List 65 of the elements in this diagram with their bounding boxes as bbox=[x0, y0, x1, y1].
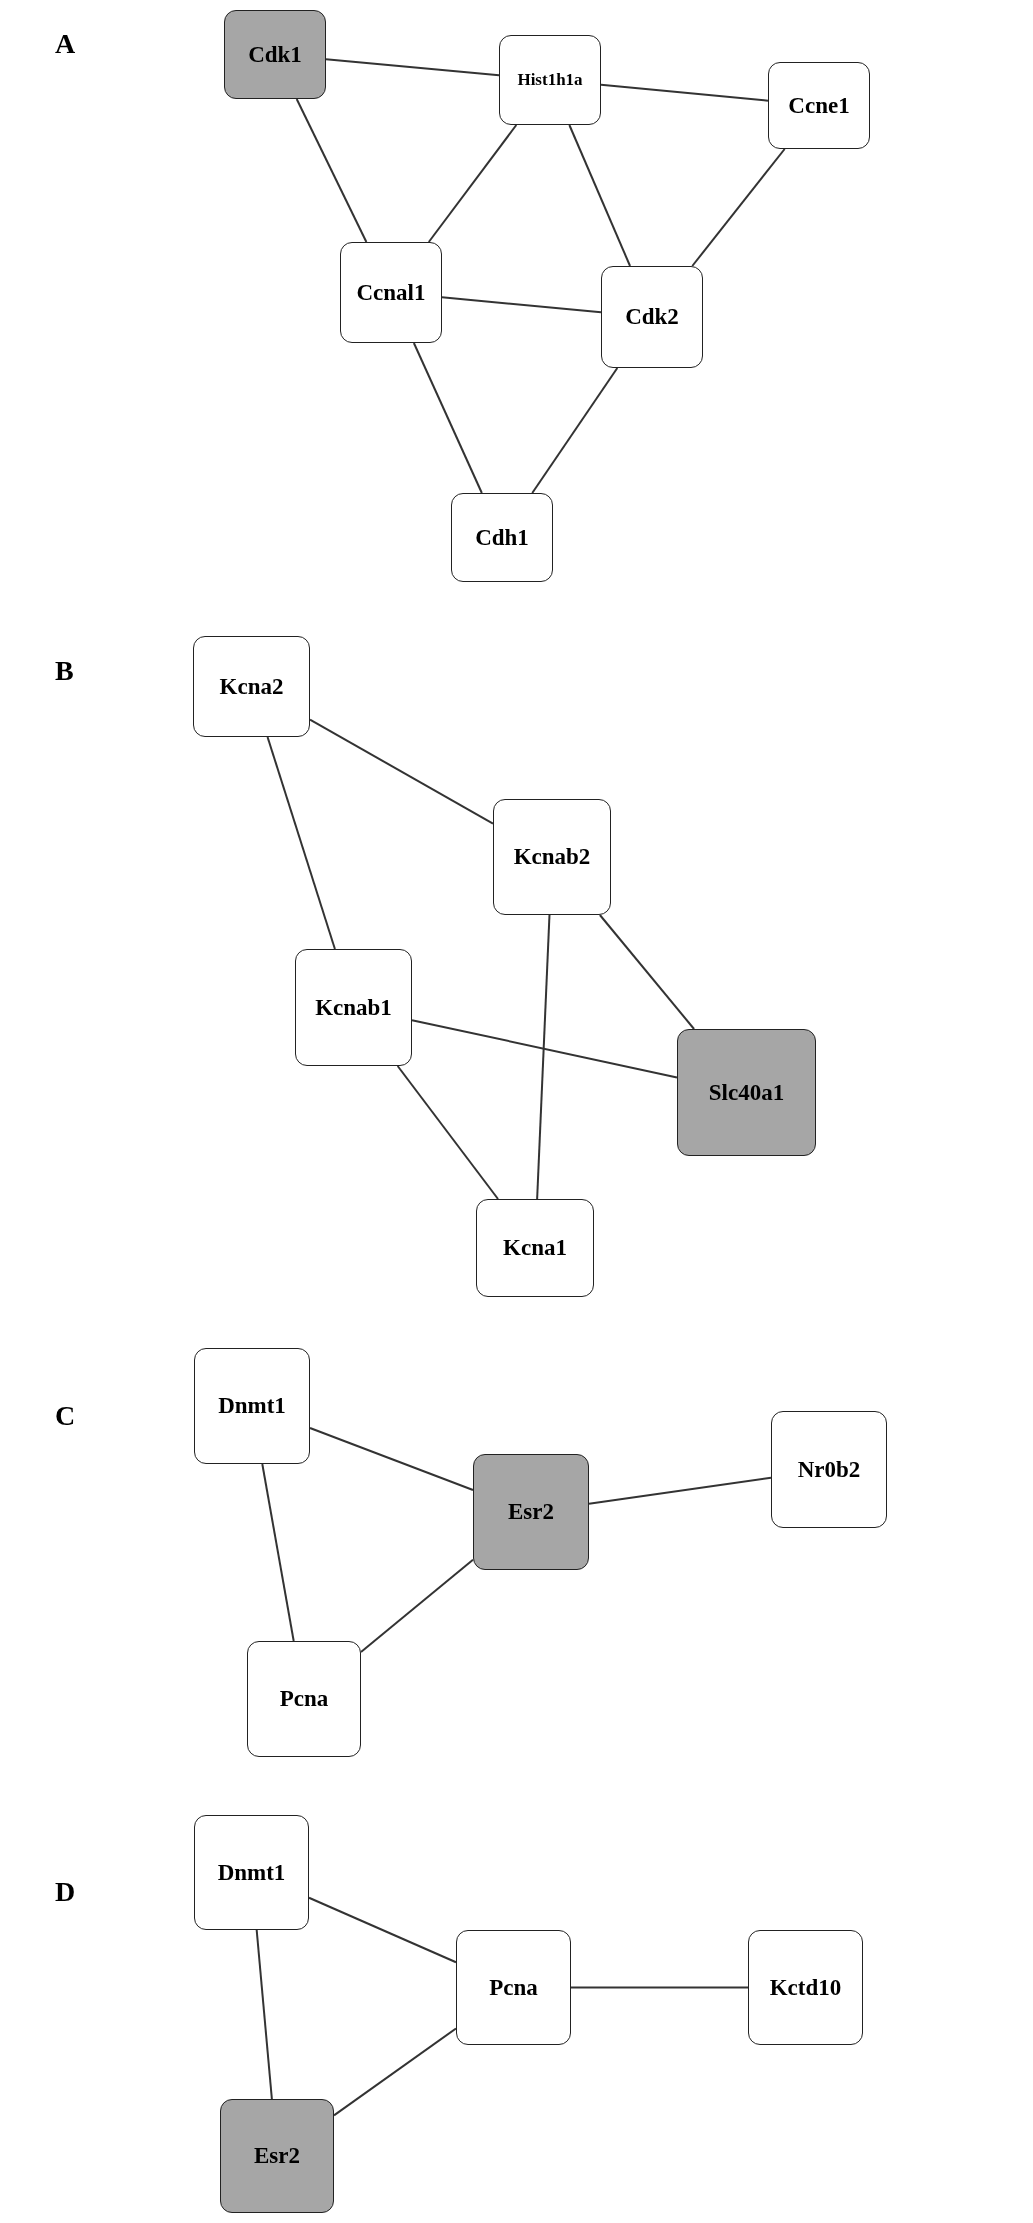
connector-line bbox=[570, 1986, 749, 1989]
gene-name: Ccnal1 bbox=[356, 279, 426, 306]
connector-line bbox=[266, 736, 336, 950]
gene-node bbox=[194, 1815, 309, 1930]
connector-line bbox=[531, 367, 619, 494]
gene-node bbox=[499, 35, 601, 125]
panel-letter: A bbox=[55, 28, 76, 60]
gene-node bbox=[193, 636, 310, 737]
connector-line bbox=[261, 1463, 295, 1642]
connector-line bbox=[360, 1558, 474, 1654]
gene-node bbox=[340, 242, 442, 343]
gene-name: Kcnab1 bbox=[315, 994, 392, 1021]
gene-name: Cdh1 bbox=[475, 524, 529, 551]
gene-name: Dnmt1 bbox=[217, 1859, 286, 1886]
gene-name: Kcnab2 bbox=[513, 844, 591, 870]
connector-line bbox=[396, 1065, 499, 1200]
gene-name: Pcna bbox=[279, 1686, 329, 1712]
gene-name: Kctd10 bbox=[769, 1974, 842, 2001]
gene-node bbox=[247, 1641, 361, 1757]
gene-node bbox=[473, 1454, 589, 1570]
connector-line bbox=[536, 914, 551, 1200]
connector-line bbox=[333, 2027, 457, 2117]
gene-name: Slc40a1 bbox=[708, 1079, 785, 1106]
gene-name: Esr2 bbox=[254, 2143, 300, 2169]
connector-line bbox=[441, 296, 602, 314]
gene-node bbox=[451, 493, 553, 582]
connector-line bbox=[325, 58, 500, 77]
gene-node bbox=[224, 10, 326, 99]
gene-node bbox=[748, 1930, 863, 2045]
gene-node bbox=[220, 2099, 334, 2213]
connector-line bbox=[411, 1019, 678, 1079]
gene-name: Cdk1 bbox=[248, 41, 302, 68]
gene-node bbox=[456, 1930, 571, 2045]
gene-node bbox=[493, 799, 611, 915]
connector-line bbox=[309, 1427, 474, 1491]
gene-name: Dnmt1 bbox=[218, 1393, 286, 1419]
gene-node bbox=[295, 949, 412, 1066]
connector-line bbox=[427, 124, 518, 243]
panel-letter: D bbox=[55, 1876, 76, 1908]
gene-node bbox=[194, 1348, 310, 1464]
panel-letter: B bbox=[55, 655, 74, 687]
gene-name: Nr0b2 bbox=[797, 1456, 861, 1483]
gene-name: Ccne1 bbox=[788, 92, 850, 119]
gene-name: Kcna2 bbox=[219, 673, 284, 700]
gene-name: Esr2 bbox=[508, 1499, 554, 1525]
connector-line bbox=[308, 1896, 457, 1964]
connector-line bbox=[309, 718, 494, 825]
gene-node bbox=[677, 1029, 816, 1156]
connector-line bbox=[600, 83, 769, 102]
connector-line bbox=[295, 98, 368, 243]
gene-name: Hist1h1a bbox=[517, 70, 583, 90]
connector-line bbox=[598, 914, 696, 1030]
connector-line bbox=[588, 1476, 772, 1505]
gene-node bbox=[601, 266, 703, 368]
connector-line bbox=[412, 342, 483, 494]
gene-name: Cdk2 bbox=[625, 304, 679, 330]
gene-name: Kcna1 bbox=[503, 1235, 567, 1261]
gene-node bbox=[476, 1199, 594, 1297]
gene-node bbox=[768, 62, 870, 149]
connector-line bbox=[255, 1929, 273, 2100]
gene-name: Pcna bbox=[489, 1974, 538, 2001]
panel-letter: C bbox=[55, 1400, 76, 1432]
connector-line bbox=[568, 124, 632, 267]
gene-node bbox=[771, 1411, 887, 1528]
connector-line bbox=[691, 148, 786, 267]
